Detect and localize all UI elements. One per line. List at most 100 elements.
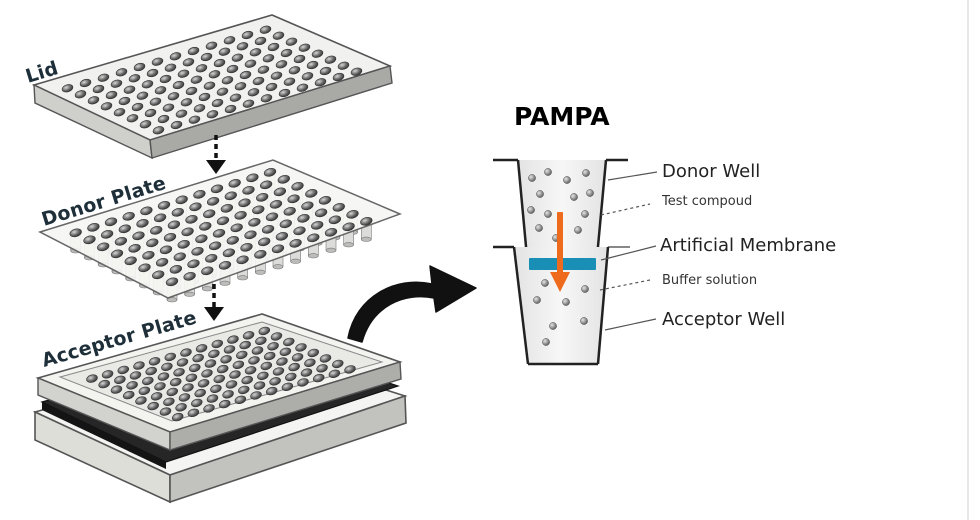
lid-hole [242,99,255,108]
donor-hole [297,213,310,223]
compound-molecule [527,206,535,214]
lid-hole [187,46,200,56]
donor-hole [206,196,220,206]
donor-hole [332,202,345,212]
donor-hole [328,215,342,225]
lid-hole [97,73,110,82]
lid-hole [193,104,206,113]
donor-hole [153,213,167,223]
acceptor-hole [279,347,292,356]
acceptor-hole [129,371,142,380]
donor-hole [110,249,124,259]
donor-hole [218,260,232,270]
donor-hole [301,201,314,211]
lid-hole [141,80,154,89]
donor-hole [171,207,184,217]
compound-molecule [544,210,552,218]
compound-molecule [586,189,594,197]
pampa-title: PAMPA [514,102,610,131]
lid-hole [216,87,229,96]
lid-hole [319,66,332,76]
compound-molecule [533,296,541,304]
lid-hole [74,90,87,99]
compound-molecule [536,190,544,198]
acceptor-hole [176,358,189,367]
acceptor-hole [316,364,328,373]
lid-hole [198,92,211,102]
donor-hole [242,185,255,195]
lid-hole [152,126,165,135]
acceptor-hole [201,369,213,378]
donor-hole [177,239,190,249]
lid-hole [262,54,275,63]
lid-hole [118,96,131,106]
donor-hole [220,203,234,213]
compound-molecule [580,317,588,325]
lid-hole [159,74,172,84]
lid-hole [285,37,298,46]
acceptor-well-label: Acceptor Well [662,309,785,330]
acceptor-hole [169,377,182,387]
acceptor-hole [154,382,166,391]
lid-hole [157,114,170,124]
acceptor-hole [307,348,320,358]
lid-hole [206,110,219,119]
acceptor-hole [101,370,114,379]
acceptor-hole [204,359,217,368]
acceptor-hole [164,352,177,362]
lid-hole [350,67,363,76]
lid-hole [144,108,157,118]
lid-hole [105,90,118,100]
lid-hole [188,115,201,124]
acceptor-hole [142,376,154,386]
acceptor-hole [208,349,220,358]
donor-hole [167,220,181,230]
donor-hole [234,210,247,220]
donor-hole [157,200,171,210]
donor-hole [191,246,204,256]
acceptor-hole [319,354,332,363]
acceptor-hole [288,362,300,372]
lid-hole [257,65,270,74]
compound-molecule [541,279,549,287]
acceptor-hole [147,401,159,411]
compound-molecule [574,226,582,234]
lid-hole [61,84,74,93]
acceptor-hole [187,408,200,417]
donor-hole [228,178,241,188]
acceptor-hole [328,369,341,378]
lid-hole [164,63,177,72]
lid-hole [254,36,267,46]
donor-hole [230,223,243,233]
donor-hole [146,238,159,248]
donor-hole [203,209,216,219]
lid-hole [218,47,231,56]
acceptor-hole [244,366,257,375]
lid-hole [92,84,105,94]
lid-hole [265,82,278,92]
donor-hole [252,205,265,215]
compound-molecule [528,174,536,182]
acceptor-hole [300,368,313,377]
acceptor-hole [272,367,285,376]
lid-hole [162,103,175,112]
acceptor-hole [122,390,135,400]
lid-hole [177,69,190,78]
donor-well-label: Donor Well [662,161,760,182]
acceptor-hole [163,397,175,406]
acceptor-hole [269,377,281,386]
acceptor-well [493,245,630,366]
artificial-membrane-label: Artificial Membrane [660,235,836,256]
donor-hole [259,180,273,190]
acceptor-hole [242,331,255,340]
buffer-solution-label: Buffer solution [662,273,757,288]
donor-hole [314,208,328,218]
acceptor-hole [117,365,130,375]
donor-hole [244,230,257,240]
donor-hole [189,202,202,212]
lid-hole [154,86,167,95]
donor-hole [240,242,253,252]
acceptor-hole [206,394,219,403]
acceptor-hole [210,384,222,393]
